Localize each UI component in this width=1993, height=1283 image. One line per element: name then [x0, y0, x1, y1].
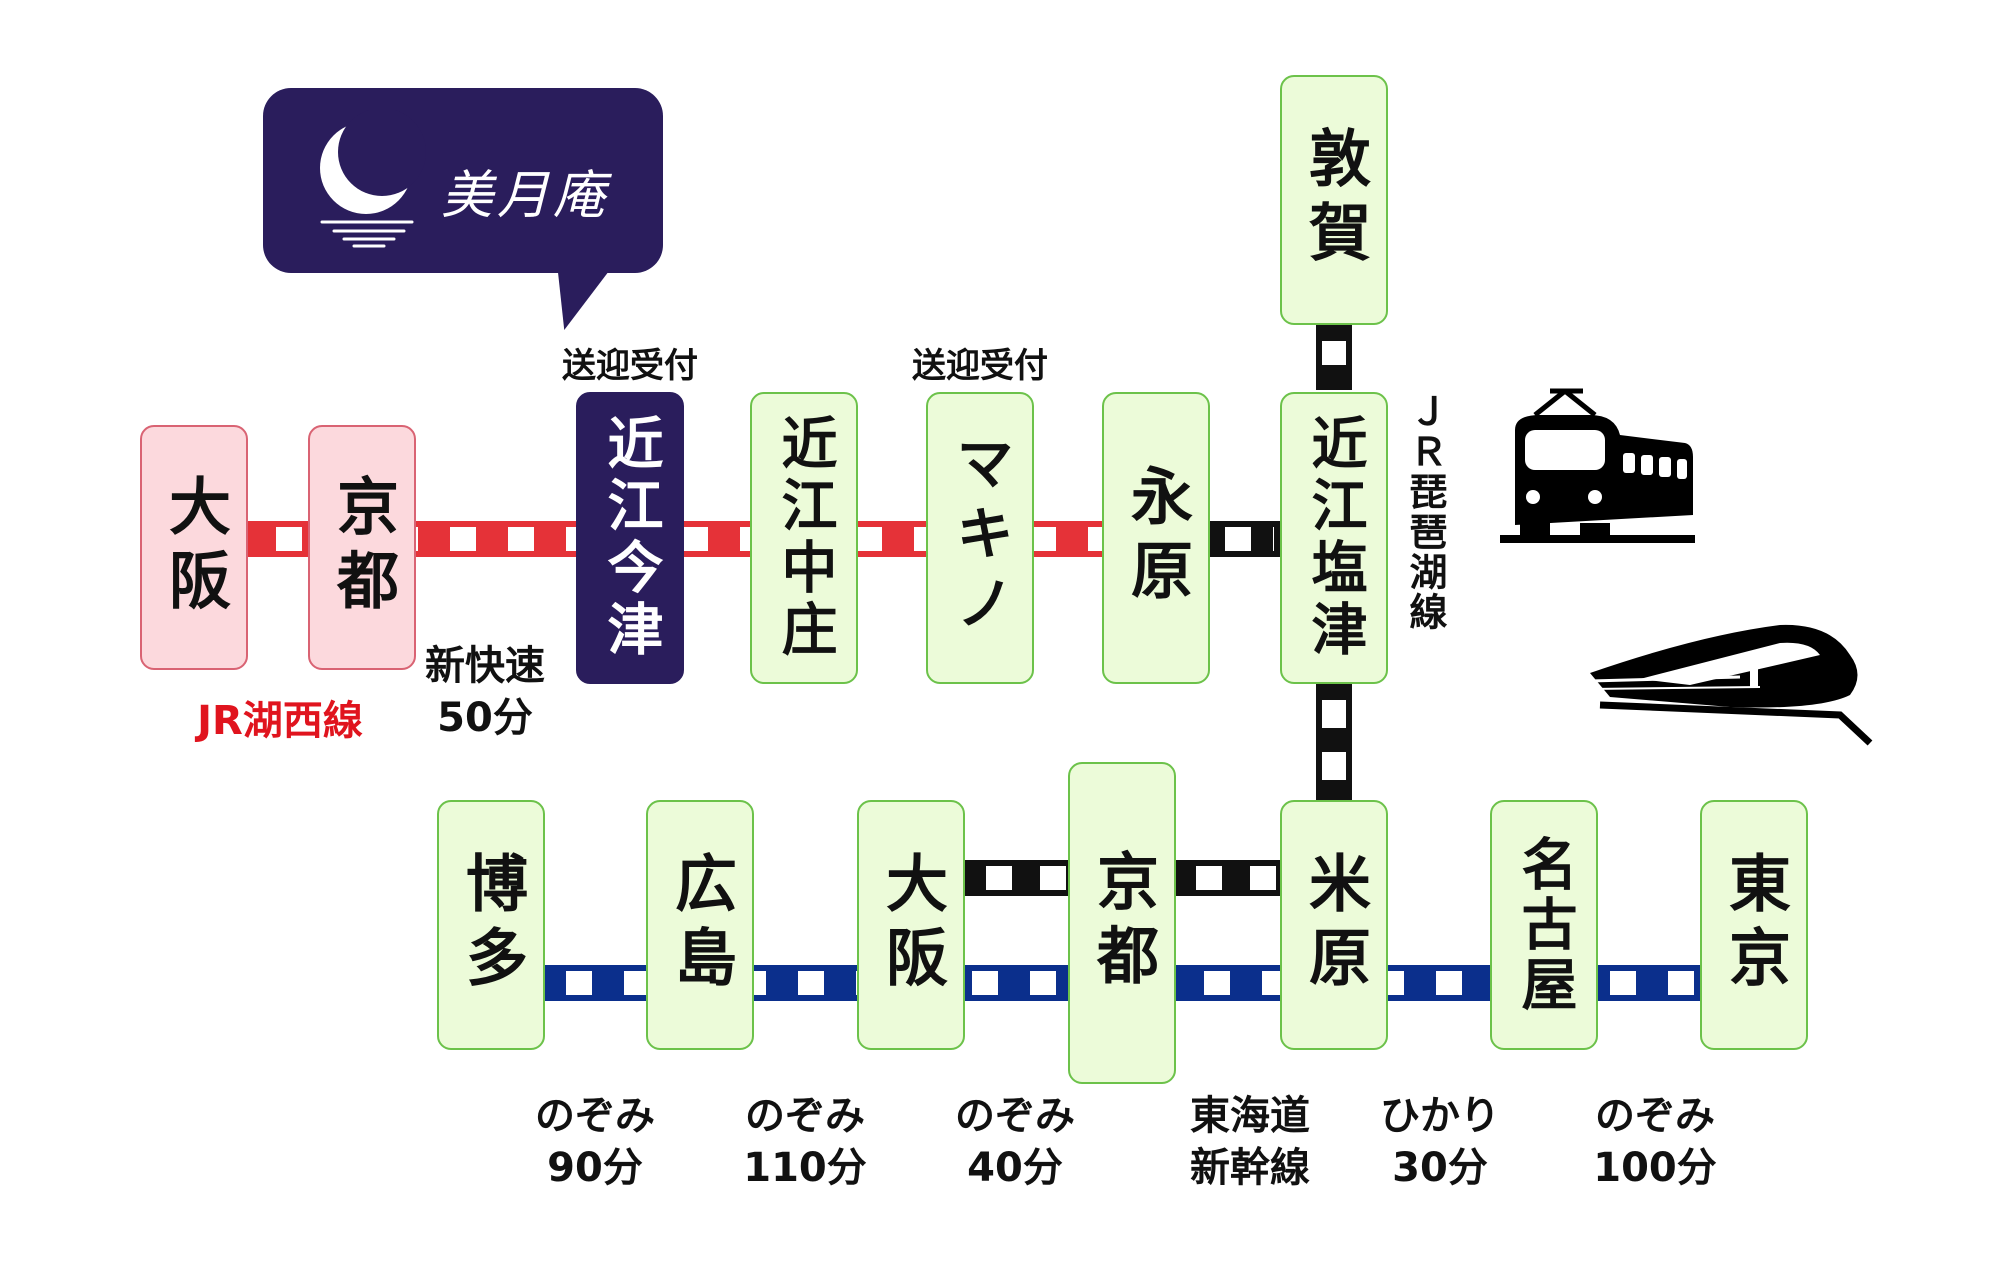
station-name: 京都 [1086, 849, 1159, 997]
line-name-part2: 新幹線 [1190, 1145, 1310, 1191]
biwako-line-label: ＪＲ琵琶湖線 [1403, 392, 1447, 632]
pickup-label-makino: 送迎受付 [912, 346, 1048, 386]
segment-label-hiroshima-osaka: のぞみ 110分 [730, 1090, 880, 1194]
station-name: 広島 [664, 851, 737, 999]
segment-train: のぞみ [535, 1093, 655, 1139]
segment-train: のぞみ [1595, 1093, 1715, 1139]
train-icon [1500, 388, 1695, 543]
station-omi-imazu[interactable]: 近江今津 [576, 392, 684, 684]
station-name: 名古屋 [1512, 835, 1577, 1015]
rapid-service-time: 50分 [437, 695, 533, 741]
segment-time: 30分 [1392, 1145, 1488, 1191]
station-tsuruga[interactable]: 敦賀 [1280, 75, 1388, 325]
segment-train: のぞみ [955, 1093, 1075, 1139]
station-osaka[interactable]: 大阪 [140, 425, 248, 670]
segment-train: のぞみ [745, 1093, 865, 1139]
segment-label-hakata-hiroshima: のぞみ 90分 [520, 1090, 670, 1194]
segment-label-osaka-kyoto: のぞみ 40分 [940, 1090, 1090, 1194]
station-osaka-shinkansen[interactable]: 大阪 [857, 800, 965, 1050]
station-name: 近江中庄 [772, 414, 837, 662]
station-name: 東京 [1718, 851, 1791, 999]
pickup-label-omi-imazu: 送迎受付 [562, 346, 698, 386]
station-maibara[interactable]: 米原 [1280, 800, 1388, 1050]
logo-bubble-tail [538, 270, 610, 330]
segment-label-line-name: 東海道 新幹線 [1175, 1090, 1325, 1194]
connector-line-kyoto-maibara [1172, 860, 1282, 896]
segment-label-nagoya-tokyo: のぞみ 100分 [1580, 1090, 1730, 1194]
station-kyoto-shinkansen[interactable]: 京都 [1068, 762, 1176, 1084]
station-name: 京都 [326, 473, 399, 622]
station-name: 博多 [455, 851, 528, 999]
station-name: 大阪 [158, 473, 231, 622]
station-hakata[interactable]: 博多 [437, 800, 545, 1050]
station-hiroshima[interactable]: 広島 [646, 800, 754, 1050]
station-name: 永原 [1120, 464, 1193, 612]
segment-time: 110分 [743, 1145, 867, 1191]
station-name: 敦賀 [1298, 126, 1371, 274]
logo-bubble: 美月庵 [263, 88, 663, 273]
line-name-part1: 東海道 [1190, 1093, 1310, 1139]
jr-kosei-line-label: JR湖西線 [197, 698, 363, 744]
segment-time: 90分 [547, 1145, 643, 1191]
segment-train: ひかり [1380, 1093, 1500, 1139]
station-omi-nakasho[interactable]: 近江中庄 [750, 392, 858, 684]
connector-line-nagahara [1205, 521, 1280, 557]
connector-line-osaka-kyoto [962, 860, 1072, 896]
station-name: 米原 [1298, 851, 1371, 999]
station-name: 近江塩津 [1302, 414, 1367, 662]
station-nagoya[interactable]: 名古屋 [1490, 800, 1598, 1050]
station-kyoto[interactable]: 京都 [308, 425, 416, 670]
station-makino[interactable]: マキノ [926, 392, 1034, 684]
rapid-service-name: 新快速 [425, 643, 545, 689]
shinkansen-icon [1589, 624, 1873, 746]
segment-time: 100分 [1593, 1145, 1717, 1191]
station-name: 近江今津 [598, 414, 663, 662]
station-name: 大阪 [875, 851, 948, 999]
biwako-line [1316, 682, 1352, 802]
station-tokyo[interactable]: 東京 [1700, 800, 1808, 1050]
connector-line-tsuruga [1316, 325, 1352, 390]
station-omi-shiotsu[interactable]: 近江塩津 [1280, 392, 1388, 684]
crescent-moon-icon [320, 110, 426, 248]
segment-label-maibara-nagoya: ひかり 30分 [1365, 1090, 1515, 1194]
rapid-service-label: 新快速 50分 [410, 640, 560, 744]
station-name: マキノ [946, 433, 1014, 643]
station-nagahara[interactable]: 永原 [1102, 392, 1210, 684]
logo-text: 美月庵 [441, 166, 610, 226]
segment-time: 40分 [967, 1145, 1063, 1191]
